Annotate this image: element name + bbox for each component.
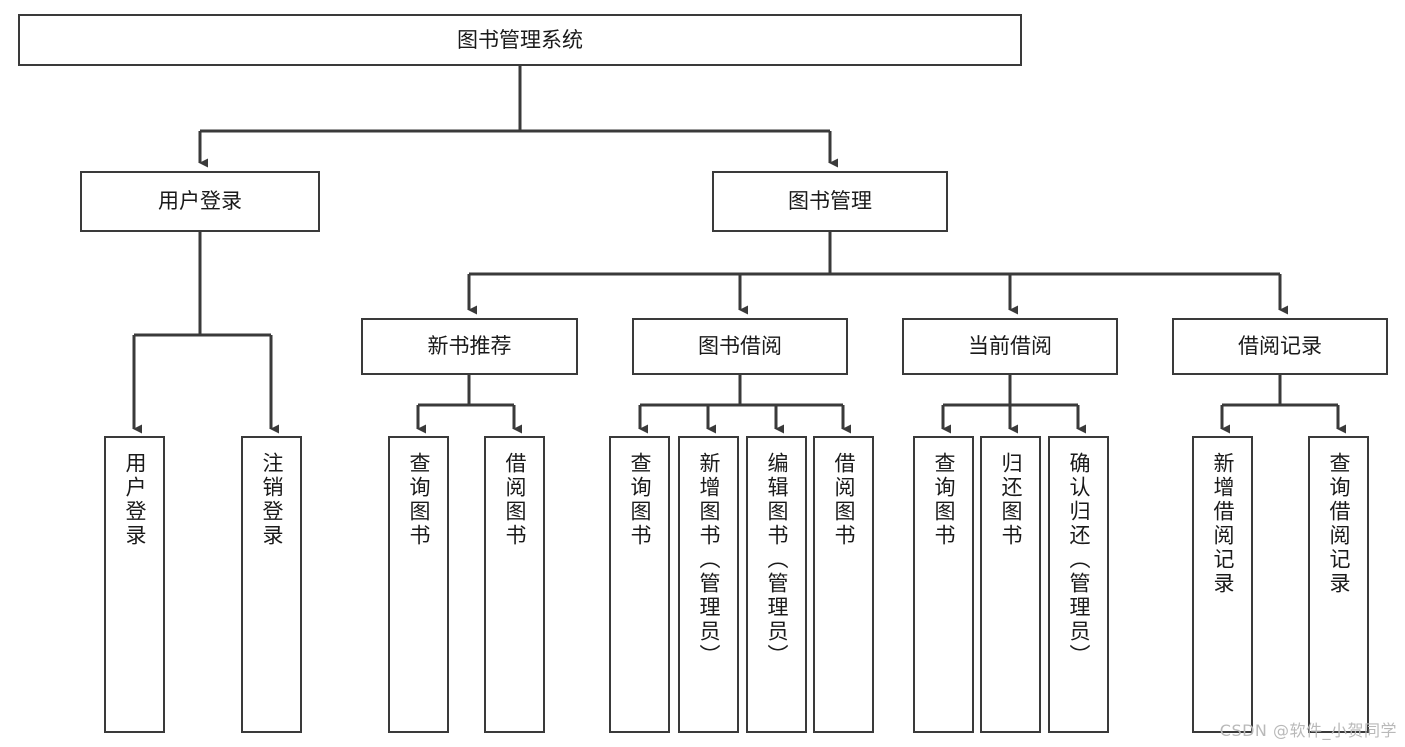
leaf-user-login-login[interactable]: 用户登录 <box>104 436 165 733</box>
node-label: 用户登录 <box>123 452 147 548</box>
node-label: 查询图书 <box>932 452 956 548</box>
node-new-book-recommend[interactable]: 新书推荐 <box>361 318 578 375</box>
node-label: 用户登录 <box>158 189 242 214</box>
node-label: 查询借阅记录 <box>1327 452 1351 596</box>
node-label: 借阅记录 <box>1238 334 1322 359</box>
leaf-new-book-query-book[interactable]: 查询图书 <box>388 436 449 733</box>
leaf-user-login-logout[interactable]: 注销登录 <box>241 436 302 733</box>
leaf-book-borrow-add-book-admin[interactable]: 新增图书（管理员） <box>678 436 739 733</box>
leaf-current-borrow-return-book[interactable]: 归还图书 <box>980 436 1041 733</box>
leaf-new-book-borrow-book[interactable]: 借阅图书 <box>484 436 545 733</box>
leaf-current-borrow-query-book[interactable]: 查询图书 <box>913 436 974 733</box>
node-label: 图书管理系统 <box>457 27 583 52</box>
node-label: 新书推荐 <box>427 334 512 359</box>
node-book-management[interactable]: 图书管理 <box>712 171 948 232</box>
leaf-current-borrow-confirm-return-admin[interactable]: 确认归还（管理员） <box>1048 436 1109 733</box>
node-label: 确认归还（管理员） <box>1067 452 1091 668</box>
node-label: 注销登录 <box>260 452 284 548</box>
node-root-book-management-system[interactable]: 图书管理系统 <box>18 14 1022 66</box>
node-label: 新增图书（管理员） <box>697 452 721 668</box>
leaf-book-borrow-query-book[interactable]: 查询图书 <box>609 436 670 733</box>
node-label: 查询图书 <box>628 452 652 548</box>
node-user-login[interactable]: 用户登录 <box>80 171 320 232</box>
node-label: 编辑图书（管理员） <box>765 452 789 668</box>
node-label: 新增借阅记录 <box>1211 452 1235 596</box>
node-label: 当前借阅 <box>968 334 1052 359</box>
leaf-borrow-record-add-record[interactable]: 新增借阅记录 <box>1192 436 1253 733</box>
node-label: 借阅图书 <box>503 452 527 548</box>
leaf-book-borrow-borrow-book[interactable]: 借阅图书 <box>813 436 874 733</box>
node-book-borrow[interactable]: 图书借阅 <box>632 318 848 375</box>
node-label: 借阅图书 <box>832 452 856 548</box>
node-label: 归还图书 <box>999 452 1023 548</box>
node-label: 图书借阅 <box>698 334 782 359</box>
leaf-book-borrow-edit-book-admin[interactable]: 编辑图书（管理员） <box>746 436 807 733</box>
node-label: 图书管理 <box>788 189 872 214</box>
leaf-borrow-record-query-record[interactable]: 查询借阅记录 <box>1308 436 1369 733</box>
node-borrow-record[interactable]: 借阅记录 <box>1172 318 1388 375</box>
node-current-borrow[interactable]: 当前借阅 <box>902 318 1118 375</box>
node-label: 查询图书 <box>407 452 431 548</box>
